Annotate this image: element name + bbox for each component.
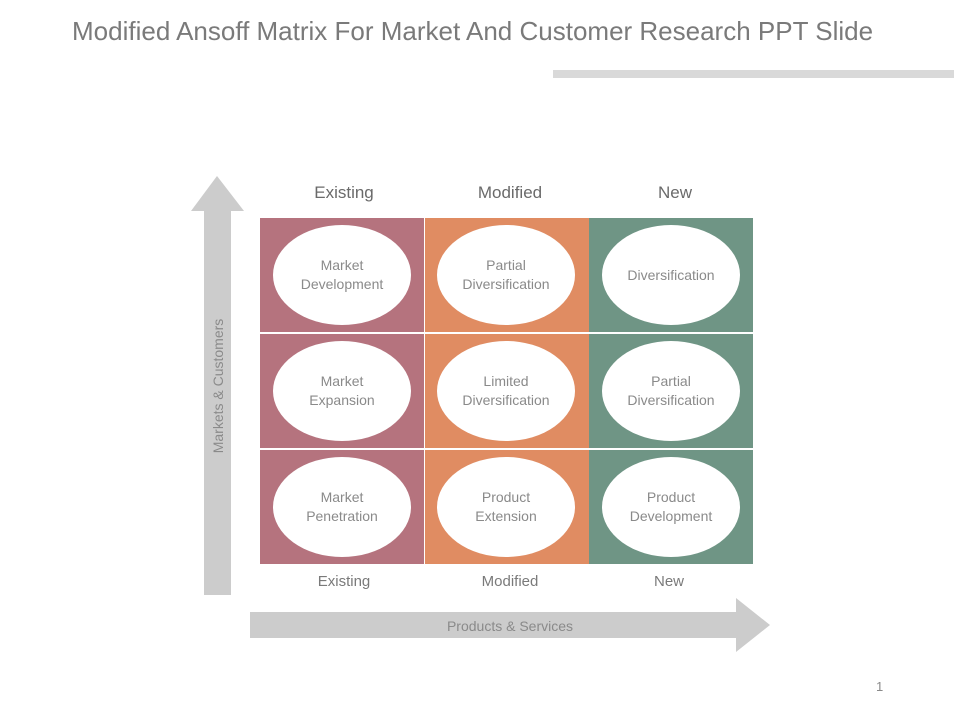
cell-label-market-expansion: Market Expansion: [273, 341, 411, 441]
matrix-cell-r2-c3: Partial Diversification: [589, 334, 753, 448]
column-footer-modified: Modified: [481, 573, 539, 590]
matrix-cell-r2-c1: Market Expansion: [260, 334, 424, 448]
cell-label-market-development: Market Development: [273, 225, 411, 325]
cell-label-diversification: Diversification: [602, 225, 740, 325]
cell-label-product-extension: Product Extension: [437, 457, 575, 557]
column-footer-new: New: [653, 573, 684, 590]
matrix-cell-r1-c1: Market Development: [260, 218, 424, 332]
page-number: 1: [876, 679, 884, 694]
matrix-cell-r3-c1: Market Penetration: [260, 450, 424, 564]
column-header-new: New: [657, 183, 692, 202]
cell-label-partial-diversification-middle: Partial Diversification: [602, 341, 740, 441]
vertical-axis-label: Markets & Customers: [210, 318, 226, 454]
cell-label-market-penetration: Market Penetration: [273, 457, 411, 557]
matrix-cell-r3-c2: Product Extension: [425, 450, 589, 564]
matrix-cell-r3-c3: Product Development: [589, 450, 753, 564]
column-header-existing: Existing: [314, 183, 374, 202]
matrix-cell-r1-c2: Partial Diversification: [425, 218, 589, 332]
column-footer-existing: Existing: [317, 573, 371, 590]
matrix-cell-r1-c3: Diversification: [589, 218, 753, 332]
horizontal-axis-label: Products & Services: [446, 618, 574, 634]
matrix-cell-r2-c2: Limited Diversification: [425, 334, 589, 448]
vertical-axis-arrow: [191, 176, 244, 595]
cell-label-partial-diversification-top: Partial Diversification: [437, 225, 575, 325]
cell-label-product-development: Product Development: [602, 457, 740, 557]
cell-label-limited-diversification: Limited Diversification: [437, 341, 575, 441]
column-header-modified: Modified: [477, 183, 543, 202]
slide-title: Modified Ansoff Matrix For Market And Cu…: [72, 16, 874, 46]
title-underline-bar: [553, 70, 954, 78]
horizontal-axis-arrow: [250, 598, 770, 652]
